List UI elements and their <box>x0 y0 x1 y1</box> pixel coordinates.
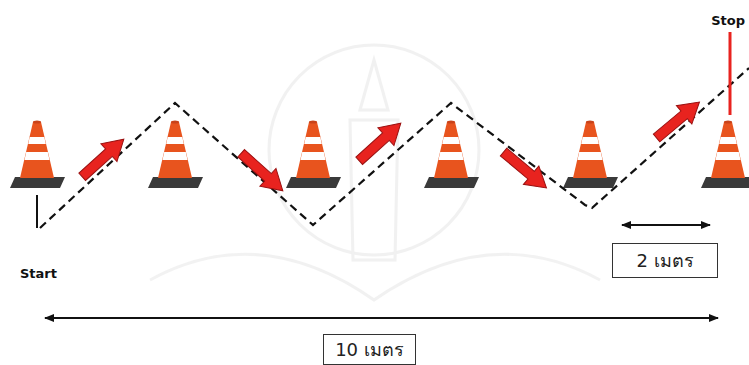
dimension-box: 2 เมตร <box>612 243 718 278</box>
dimension-box: 10 เมตร <box>323 334 416 365</box>
stop-label: Stop <box>711 13 745 28</box>
dimension-text: 2 เมตร <box>636 246 693 275</box>
start-label: Start <box>20 266 57 281</box>
dimension-text: 10 เมตร <box>335 335 404 364</box>
watermark-emblem <box>150 45 600 300</box>
